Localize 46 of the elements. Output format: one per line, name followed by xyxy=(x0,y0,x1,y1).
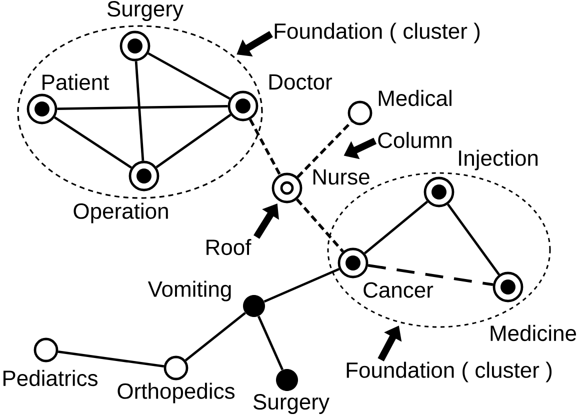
node-label: Pediatrics xyxy=(4,370,98,386)
dashed-line xyxy=(248,118,282,176)
node-label: Injection xyxy=(459,150,538,170)
connector-line xyxy=(54,116,132,169)
connector-line xyxy=(148,52,230,100)
double-ring xyxy=(272,172,302,204)
ringed-dot xyxy=(424,176,454,208)
node-label: Vomiting xyxy=(148,280,231,302)
node-label: Nurse xyxy=(313,169,370,185)
ringed-dot xyxy=(128,160,160,192)
ringed-dot xyxy=(228,90,258,122)
node-label: Orthopedics xyxy=(118,382,234,404)
node-label: Cancer xyxy=(364,282,434,298)
filled-dot xyxy=(276,369,298,391)
node-label: Patient xyxy=(42,74,110,90)
connector-line xyxy=(364,200,428,254)
dashed-line xyxy=(296,120,352,178)
node-label: Surgery xyxy=(108,1,184,21)
ringed-dot xyxy=(26,94,58,124)
connector-line xyxy=(57,105,228,110)
callout-label: Column xyxy=(378,132,452,148)
node-label: Surgery xyxy=(254,394,330,414)
connector-line xyxy=(134,61,144,161)
hollow-circle xyxy=(34,338,58,362)
connector-line xyxy=(156,114,232,168)
connector-line xyxy=(257,316,284,370)
ringed-dot xyxy=(338,248,368,278)
node-label: Doctor xyxy=(269,74,332,90)
hollow-circle xyxy=(164,356,188,380)
node-label: Medical xyxy=(378,90,452,106)
filled-dot xyxy=(243,295,265,317)
callout-label: Foundation ( cluster ) xyxy=(274,22,480,44)
node-label: Operation xyxy=(74,202,168,224)
connector-line xyxy=(184,312,246,362)
cluster-ellipse xyxy=(17,25,263,199)
dashed-line xyxy=(296,198,344,253)
dashed-line xyxy=(368,264,494,286)
ringed-dot xyxy=(120,30,150,62)
connector-line xyxy=(264,268,340,303)
callout-label: Roof xyxy=(206,238,252,256)
hollow-circle xyxy=(348,100,372,126)
connector-line xyxy=(446,204,500,276)
ringed-dot xyxy=(492,272,524,302)
connector-line xyxy=(58,350,164,368)
node-label: Medicine xyxy=(490,324,576,342)
callout-label: Foundation ( cluster ) xyxy=(346,362,552,382)
